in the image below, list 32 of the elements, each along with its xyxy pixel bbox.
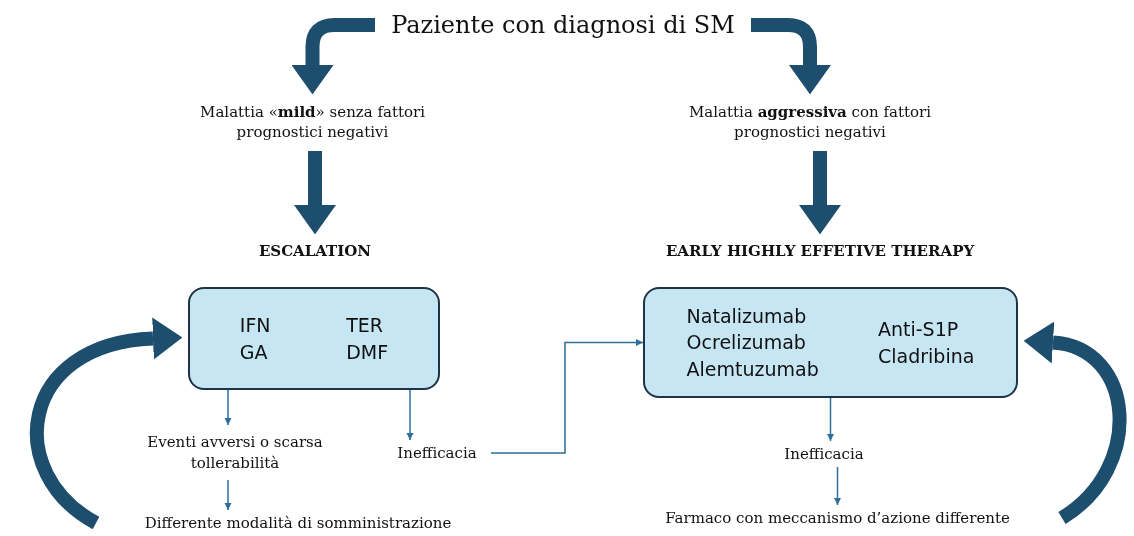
- drug-name: Cladribina: [878, 343, 975, 369]
- label-text: Malattia «mild» senza fattori prognostici negativi: [199, 101, 426, 143]
- arrow: [833, 466, 842, 506]
- drug-name: GA: [239, 339, 269, 365]
- label-text: Differente modalità di somministrazione: [144, 512, 452, 534]
- drug-box: [643, 287, 1018, 398]
- title-text: Paziente con diagnosi di SM: [391, 9, 735, 41]
- drug-box: [188, 287, 440, 390]
- drug-name: Ocrelizumab: [686, 330, 807, 356]
- arrow: [29, 317, 183, 529]
- drug-name: TER: [346, 312, 384, 338]
- label-text: Farmaco con meccanismo d’azione differente: [665, 507, 1010, 529]
- drug-name: IFN: [239, 312, 271, 338]
- drug-name: Alemtuzumab: [686, 356, 819, 382]
- arrow: [291, 18, 375, 95]
- arrow: [406, 389, 414, 441]
- drug-name: Anti-S1P: [878, 316, 960, 342]
- arrow: [294, 151, 336, 235]
- label-text: Inefficacia: [397, 442, 477, 464]
- arrow: [1024, 321, 1127, 524]
- label-text: Inefficacia: [784, 443, 864, 465]
- arrow: [224, 389, 232, 426]
- arrow: [799, 151, 841, 235]
- arrow: [490, 338, 644, 454]
- arrow: [826, 397, 835, 442]
- heading-text: EARLY HIGHLY EFFETIVE THERAPY: [665, 240, 975, 262]
- label-text: Eventi avversi o scarsa tollerabilità: [146, 432, 324, 473]
- heading-text: ESCALATION: [258, 240, 372, 262]
- drug-name: DMF: [346, 339, 389, 365]
- arrow: [224, 479, 232, 511]
- drug-name: Natalizumab: [686, 303, 808, 329]
- label-text: Malattia aggressiva con fattori prognostici negativi: [688, 101, 932, 143]
